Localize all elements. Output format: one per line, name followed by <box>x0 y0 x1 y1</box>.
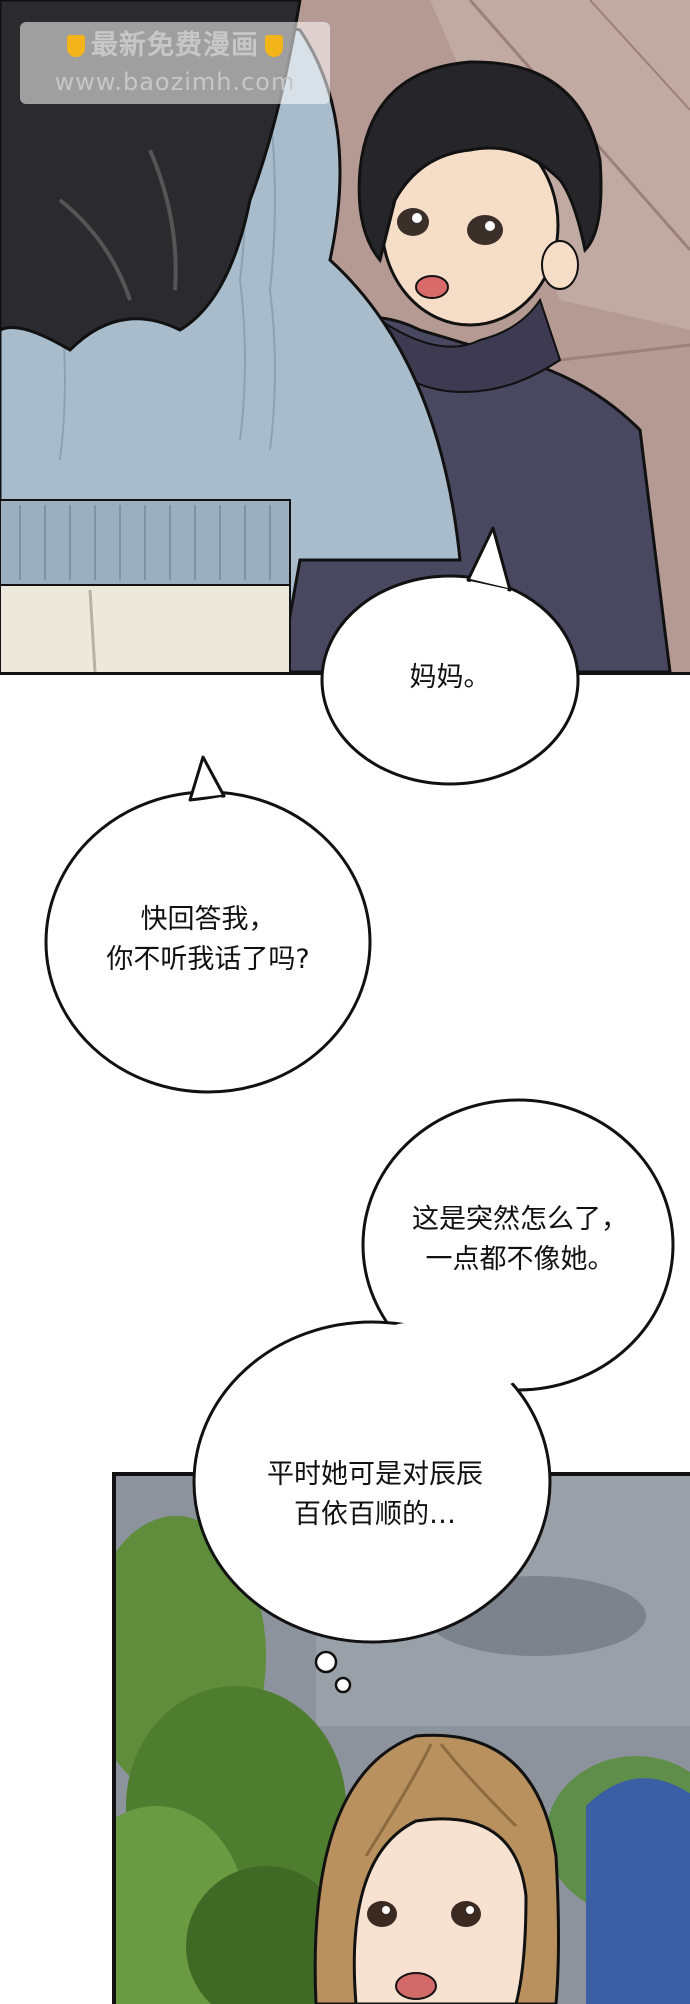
speech-line: 妈妈。 <box>409 662 491 693</box>
top-comic-panel: 最新免费漫画 www.baozimh.com <box>0 0 690 675</box>
pointing-hand-icon <box>67 35 85 57</box>
thought-text-2: 平时她可是对辰辰 百依百顺的… <box>225 1455 525 1535</box>
speech-line: 快回答我， <box>140 904 276 935</box>
watermark-title: 最新免费漫画 <box>91 30 259 61</box>
speech-bubble-mama <box>320 526 580 786</box>
watermark: 最新免费漫画 www.baozimh.com <box>20 22 330 104</box>
bottom-panel-art <box>116 1476 690 2004</box>
thought-text-1: 这是突然怎么了， 一点都不像她。 <box>380 1200 660 1280</box>
speech-bubble-answer <box>44 755 372 1094</box>
thought-line: 平时她可是对辰辰 <box>267 1459 483 1490</box>
watermark-url: www.baozimh.com <box>54 68 296 96</box>
thought-bubble <box>192 1098 675 1694</box>
bottom-comic-panel <box>112 1472 690 2004</box>
speech-line: 你不听我话了吗? <box>106 944 310 975</box>
speech-text-answer: 快回答我， 你不听我话了吗? <box>58 900 358 980</box>
thought-line: 百依百顺的… <box>294 1499 456 1530</box>
thought-line: 这是突然怎么了， <box>412 1204 628 1235</box>
speech-text-mama: 妈妈。 <box>370 658 530 698</box>
pointing-hand-icon <box>265 35 283 57</box>
thought-line: 一点都不像她。 <box>425 1244 615 1275</box>
top-panel-art <box>0 0 690 672</box>
